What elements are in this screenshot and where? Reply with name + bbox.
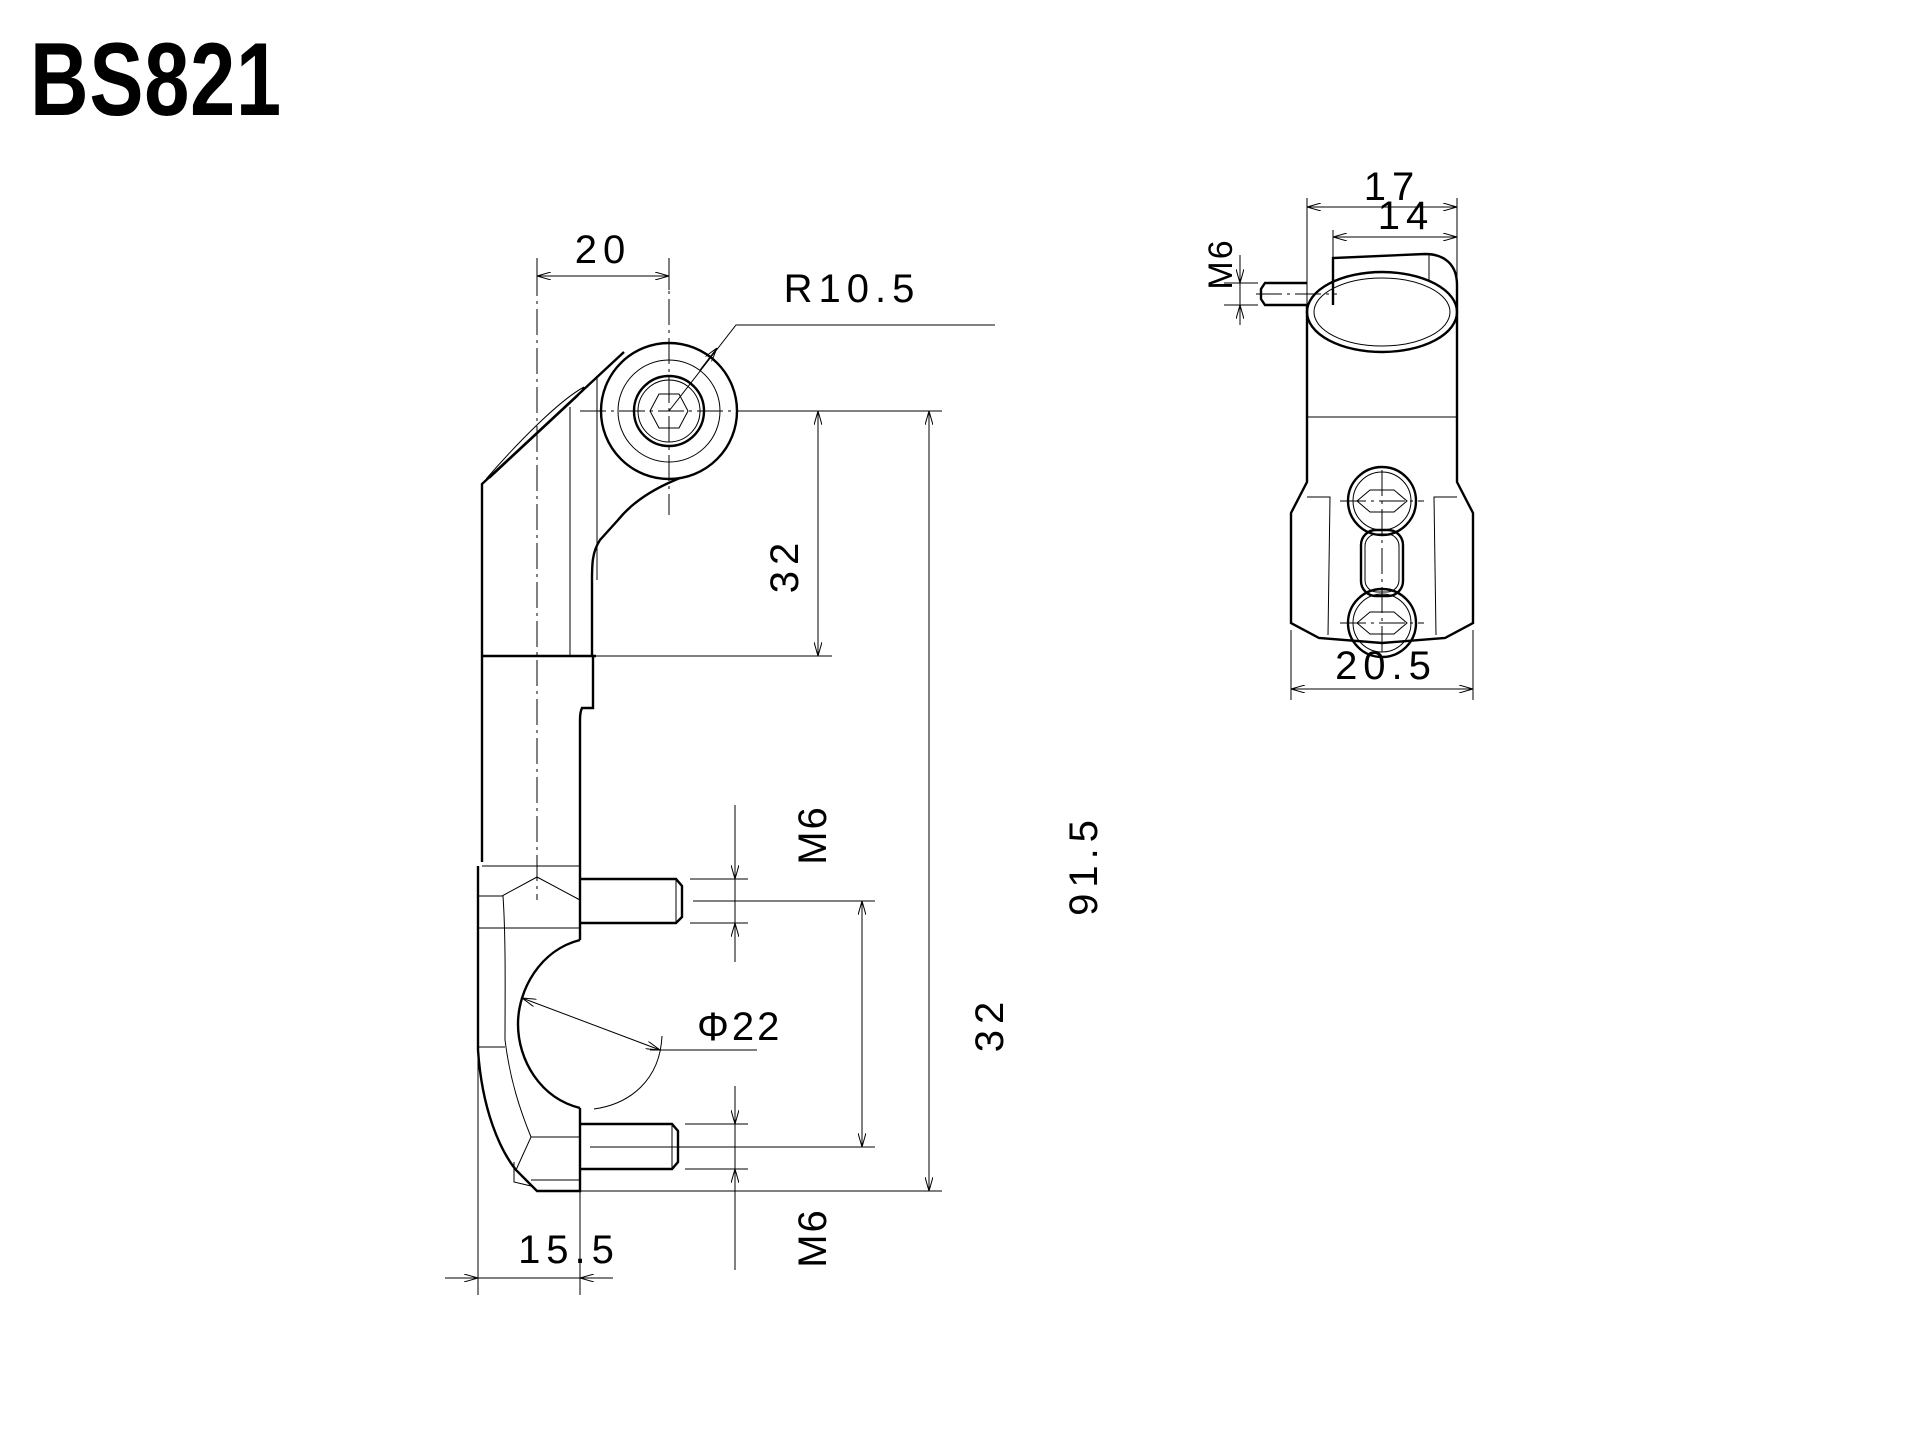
upper-arm-outline	[480, 351, 681, 656]
upper-stud	[580, 877, 684, 925]
front-dimensions: 20 R10.5 32 91.5 M6 32 Φ22 M6	[445, 228, 1106, 1295]
dim-radius-label: R10.5	[784, 267, 921, 311]
upper-arm-highlight	[485, 386, 585, 479]
dim-32-upper-label: 32	[763, 537, 807, 594]
handlebar-bore-arc	[516, 938, 581, 1110]
dim-14-label: 14	[1378, 194, 1435, 238]
hex-socket-icon	[1356, 489, 1408, 513]
dim-side-m6-label: M6	[1202, 238, 1240, 289]
dim-17-label: 17	[1364, 165, 1421, 209]
hex-socket-icon	[1356, 611, 1408, 635]
side-dimensions: 17 14 M6 20.5	[1202, 165, 1474, 700]
pivot-boss	[1305, 270, 1459, 354]
side-view	[1256, 252, 1475, 660]
dim-15-5-label: 15.5	[518, 1228, 620, 1272]
dim-20-label: 20	[575, 228, 632, 272]
hex-socket-icon	[649, 393, 689, 429]
dim-m6-upper-label: M6	[791, 805, 835, 865]
dim-bore-diameter-label: Φ22	[697, 1005, 782, 1049]
dim-20-5-label: 20.5	[1335, 644, 1437, 688]
part-number-title: BS821	[30, 22, 282, 138]
dim-91-5-label: 91.5	[1062, 814, 1106, 916]
dim-m6-lower-label: M6	[791, 1208, 835, 1268]
dim-32-lower-label: 32	[968, 996, 1012, 1053]
front-view	[476, 260, 740, 1193]
